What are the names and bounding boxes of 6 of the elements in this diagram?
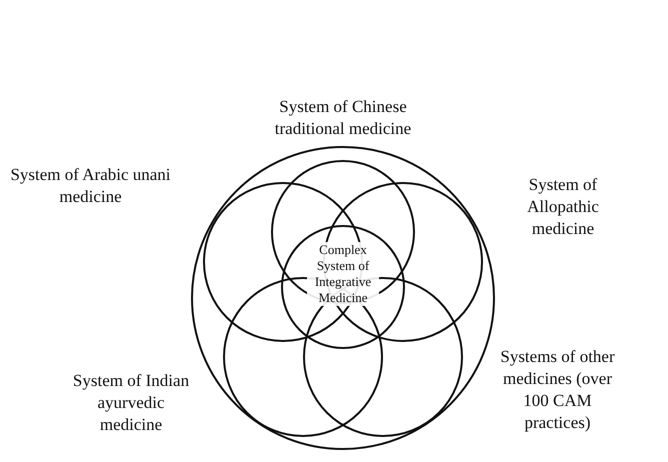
circle-label: System of Chinese traditional medicine xyxy=(274,96,412,140)
circle-label: Complex System of Integrative Medicine xyxy=(307,242,379,306)
circle-label: System of Indian ayurvedic medicine xyxy=(72,370,190,436)
circle-label: System of Allopathic medicine xyxy=(526,174,600,240)
circle-label: System of Arabic unani medicine xyxy=(9,164,172,208)
circle-label: Systems of other medicines (over 100 CAM practices) xyxy=(499,346,616,434)
